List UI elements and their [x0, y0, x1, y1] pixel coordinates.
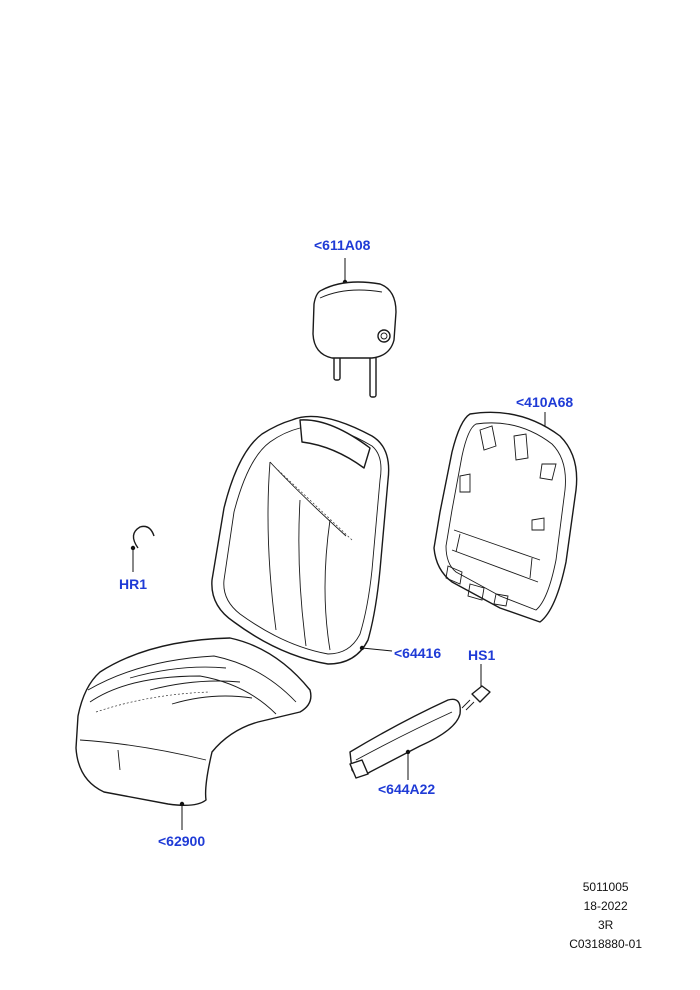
backrest-inner-seam: [223, 425, 382, 655]
backrest-outer: [211, 415, 390, 665]
backrest-stitch: [277, 469, 353, 541]
cushion-outer: [75, 637, 312, 807]
cushion-inner-edge: [89, 675, 277, 715]
cushion-stitch: [95, 691, 211, 713]
clip-hr1[interactable]: [130, 525, 155, 572]
panel-outer: [433, 411, 578, 623]
trim-leader-dot: [405, 749, 411, 755]
backrest-flutes: [267, 461, 347, 651]
headrest-pad: [312, 281, 397, 359]
headrest-button: [377, 329, 391, 343]
callout-cushion-cover[interactable]: <62900: [158, 833, 206, 849]
headrest[interactable]: [312, 258, 397, 398]
footer-line-2: 18-2022: [583, 899, 628, 913]
backrest-leader-dot: [359, 645, 365, 651]
backrest-leader: [361, 647, 393, 652]
headrest-top-edge: [319, 289, 383, 299]
panel-crossbars: [451, 529, 541, 583]
panel-inner: [445, 422, 566, 611]
side-trim[interactable]: [349, 698, 461, 780]
panel-clips: [459, 425, 557, 531]
screw-hs1[interactable]: [461, 664, 491, 711]
clip-leader-dot: [130, 545, 136, 551]
callout-backrest-cover[interactable]: <64416: [394, 645, 442, 661]
footer-line-3: 3R: [597, 918, 614, 932]
screw-thread: [461, 699, 475, 711]
callout-backrest-panel[interactable]: <410A68: [516, 394, 574, 410]
cushion-side-seam: [79, 739, 207, 771]
backrest-rear-panel[interactable]: [433, 411, 578, 623]
callout-screw-hs[interactable]: HS1: [468, 647, 496, 663]
cushion-cover[interactable]: [75, 637, 312, 830]
backrest-top-bolster: [299, 419, 371, 469]
screw-head: [471, 685, 491, 703]
trim-end-cap: [349, 759, 369, 779]
callout-side-trim[interactable]: <644A22: [378, 781, 436, 797]
headrest-button-inner: [380, 332, 388, 340]
callout-headrest[interactable]: <611A08: [314, 237, 371, 253]
backrest-cover[interactable]: [211, 415, 393, 665]
cushion-front-edge: [87, 655, 297, 703]
footer-line-4: C0318880-01: [569, 937, 642, 951]
clip-hook: [132, 525, 155, 549]
drawing-reference-block: 5011005 18-2022 3R C0318880-01: [569, 878, 642, 954]
footer-line-1: 5011005: [582, 880, 629, 894]
trim-body: [349, 698, 461, 777]
cushion-flutes: [129, 666, 253, 705]
panel-fasteners: [445, 565, 509, 607]
cushion-leader-dot: [179, 801, 185, 807]
callout-clip-hr[interactable]: HR1: [119, 576, 148, 592]
trim-edge: [355, 711, 453, 761]
